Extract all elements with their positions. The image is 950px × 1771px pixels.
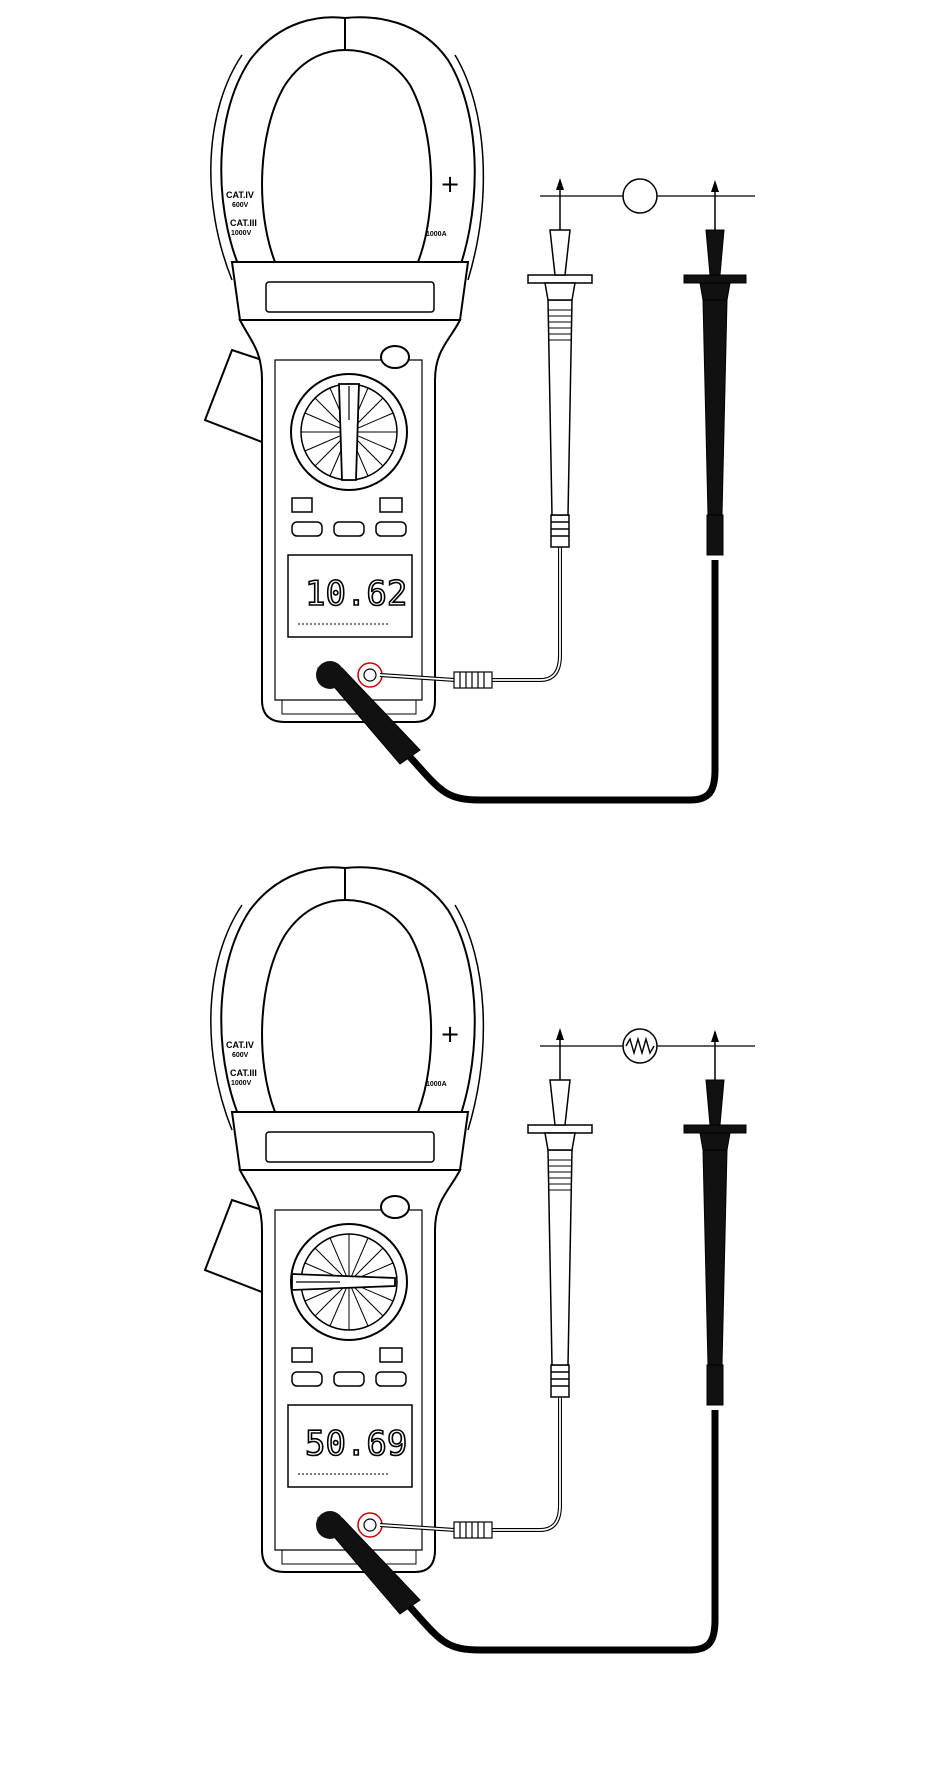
cat-iv-voltage: 600V [232,1052,249,1059]
resistor-symbol [623,1029,657,1063]
cat-iii-label: CAT.III [230,1068,257,1078]
cat-iii-voltage: 1000V [231,230,252,237]
cat-iii-voltage: 1000V [231,1080,252,1087]
clamp-meter-drawing [205,867,755,1650]
cat-iv-label: CAT.IV [226,1040,254,1050]
circle-symbol [623,179,657,213]
measurement-figure-bottom: CAT.IV 600V CAT.III 1000V 1000A + 50.69 [205,867,755,1650]
cat-iv-voltage: 600V [232,202,249,209]
clamp-rating-label: 1000A [426,1081,447,1088]
plus-sign: + [440,170,460,198]
cat-iii-label: CAT.III [230,218,257,228]
measurement-figure-top: CAT.IV 600V CAT.III 1000V 1000A + 10.62 [205,17,755,800]
cat-iv-label: CAT.IV [226,190,254,200]
lcd-reading: 50.69 [305,1424,407,1464]
lcd-reading: 10.62 [305,574,407,614]
clamp-meter-drawing [205,17,755,800]
dial-pointer [339,384,359,480]
plus-sign: + [440,1020,460,1048]
clamp-rating-label: 1000A [426,231,447,238]
